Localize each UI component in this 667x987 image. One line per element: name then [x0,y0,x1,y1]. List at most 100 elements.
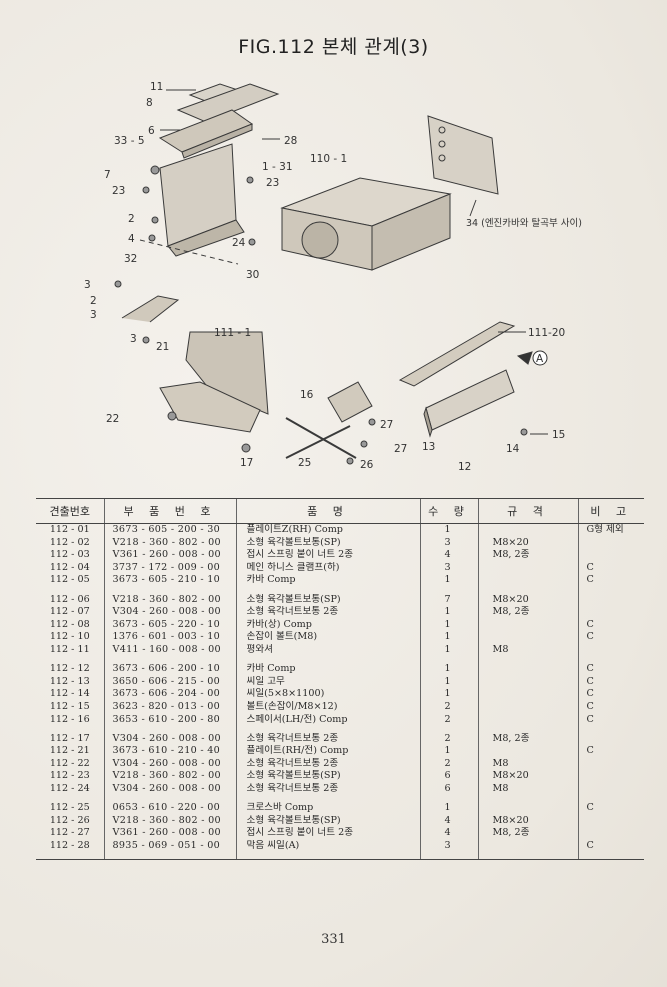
cell-quantity: 1 [419,574,478,587]
cell-ref-no: 112 - 12 [49,663,90,675]
cell-part-name: 크로스바 Comp [235,802,420,815]
cell-part-name: 소형 육각너트보통 2종 [235,783,420,796]
cell-part-name: 볼트(손잡이/M8×12) [235,700,420,714]
callout-111-1: 111 - 1 [214,327,251,339]
cell-remarks: C [577,700,644,714]
cell-remarks [577,770,644,784]
cell-quantity: 1 [419,802,478,815]
cell-part-name: 막음 씨일(A) [235,840,420,853]
callout-3-lower: 3 [130,333,137,345]
cell-part-name: 소형 육각볼트보통(SP) [235,770,420,784]
cell-part-name: 소형 육각볼트보통(SP) [235,536,420,550]
callout-27-upper: 27 [380,419,393,431]
cell-quantity: 1 [419,618,478,632]
cell-part-no: V218 - 360 - 802 - 00 [103,814,236,828]
cell-spec: M8×20 [477,593,578,607]
cell-ref-no: 112 - 02 [49,536,90,548]
exploded-parts-diagram: 11 8 33 - 5 6 28 1 - 31 110 - 1 7 23 23 … [84,81,582,473]
cell-part-name: 소형 육각볼트보통(SP) [235,814,420,828]
group-spacer [36,586,644,594]
callout-17: 17 [240,457,253,469]
cell-part-no: V304 - 260 - 008 - 00 [103,783,236,796]
callout-7: 7 [104,169,111,181]
cell-part-no: 3673 - 605 - 210 - 10 [103,574,236,587]
cell-ref-no: 112 - 15 [49,700,90,712]
callout-111-20: 111-20 [528,327,565,339]
cell-quantity: 3 [419,536,478,550]
cell-remarks: C [577,561,644,575]
cell-quantity: 3 [419,840,478,853]
callout-23-left: 23 [112,185,125,197]
callout-32: 32 [124,253,137,265]
cell-ref-no: 112 - 22 [49,757,90,769]
callout-110-1: 110 - 1 [310,153,347,165]
callout-14: 14 [506,443,520,455]
cell-ref-no: 112 - 24 [49,783,90,795]
cell-spec: M8, 2종 [477,549,578,562]
callout-3-upper: 3 [84,279,91,291]
cell-part-name: 접시 스프링 붙이 너트 2종 [235,549,420,562]
callout-3-middle: 3 [90,309,97,321]
cell-part-name: 스페이서(LH/전) Comp [235,713,420,727]
cell-remarks [577,549,644,562]
cell-quantity: 1 [419,631,478,644]
cell-quantity: 2 [419,700,478,714]
callout-21: 21 [156,341,169,353]
rail-part-111-20 [398,321,516,387]
cell-ref-no: 112 - 06 [49,593,90,605]
cell-quantity: 2 [419,713,478,727]
cell-remarks: C [577,618,644,632]
cell-quantity: 4 [419,827,478,841]
spacer-part-16 [327,381,373,423]
cell-part-no: 3650 - 606 - 215 - 00 [103,675,236,689]
plate-part-30 [121,295,180,323]
cell-part-no: 3673 - 605 - 220 - 10 [103,618,236,632]
cell-spec [477,523,578,537]
cell-part-no: V304 - 260 - 008 - 00 [103,757,236,771]
cell-part-name: 카바 Comp [235,663,420,676]
cell-part-no: 8935 - 069 - 051 - 00 [103,840,236,853]
cell-ref-no: 112 - 21 [49,745,90,757]
cell-part-no: V411 - 160 - 008 - 00 [103,643,236,657]
cell-remarks [577,643,644,657]
cell-ref-no: 112 - 25 [49,802,90,814]
cell-ref-no: 112 - 14 [49,688,90,700]
cell-part-no: V361 - 260 - 008 - 00 [103,827,236,841]
cell-part-no: V304 - 260 - 008 - 00 [103,606,236,619]
figure-title: FIG.112 본체 관계(3) [238,36,429,58]
cell-ref-no: 112 - 28 [49,840,90,852]
cell-spec: M8 [477,783,578,796]
cell-ref-no: 112 - 23 [49,770,90,782]
plate-part-34 [427,115,499,195]
plate-part-8 [176,83,280,123]
cell-ref-no: 112 - 11 [49,643,90,655]
cell-remarks [577,783,644,796]
cell-ref-no: 112 - 10 [49,631,90,643]
cell-spec [477,574,578,587]
cell-part-name: 씨일 고무 [235,675,420,689]
cell-spec [477,663,578,676]
cell-part-no: 3623 - 820 - 013 - 00 [103,700,236,714]
table-bottom-rule [36,852,644,861]
cell-part-name: 씨일(5×8×1100) [235,688,420,701]
header-spec: 규 격 [477,498,578,524]
callout-8: 8 [146,97,153,109]
cover-part-12 [425,369,515,431]
cell-spec: M8×20 [477,536,578,550]
callout-11: 11 [150,81,163,93]
cell-spec [477,713,578,727]
cell-quantity: 1 [419,643,478,657]
cell-quantity: 2 [419,732,478,746]
cell-spec: M8 [477,643,578,657]
cell-spec: M8×20 [477,770,578,784]
cell-spec [477,631,578,644]
